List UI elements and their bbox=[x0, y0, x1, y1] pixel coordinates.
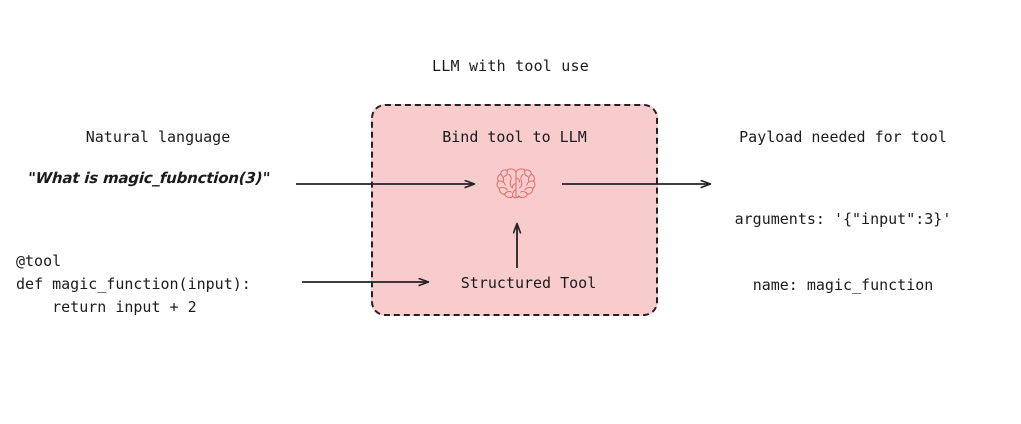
brain-icon bbox=[492, 165, 540, 205]
payload-arguments-line: arguments: '{"input":3}' bbox=[734, 210, 952, 228]
structured-tool-label: Structured Tool bbox=[460, 274, 597, 292]
tool-code-block: @tool def magic_function(input): return … bbox=[16, 250, 251, 319]
code-line-return: return input + 2 bbox=[16, 298, 197, 316]
diagram-title: LLM with tool use bbox=[432, 57, 589, 75]
payload-body: arguments: '{"input":3}' name: magic_fun… bbox=[718, 164, 968, 340]
bind-tool-to-llm-title: Bind tool to LLM bbox=[442, 128, 587, 146]
payload-heading: Payload needed for tool bbox=[739, 128, 947, 146]
natural-language-quote: "What is magic_fubnction(3)" bbox=[27, 169, 271, 187]
code-line-decorator: @tool bbox=[16, 252, 62, 270]
payload-name-line: name: magic_function bbox=[752, 276, 934, 294]
natural-language-heading: Natural language bbox=[85, 128, 231, 146]
code-line-def: def magic_function(input): bbox=[16, 275, 251, 293]
llm-with-tool-use-box: Bind tool to LLM Structured Tool bbox=[371, 104, 658, 316]
